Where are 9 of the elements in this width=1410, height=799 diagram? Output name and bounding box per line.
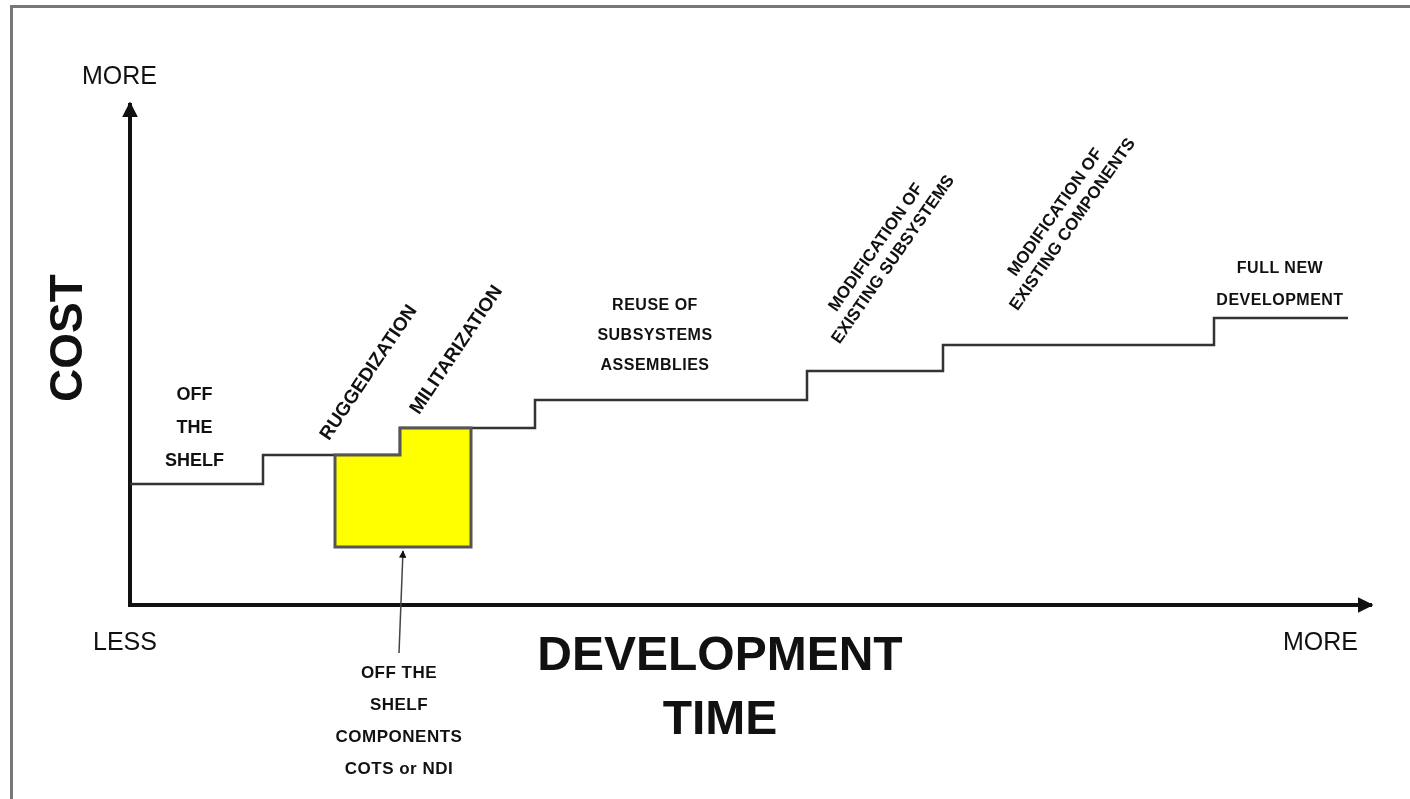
callout-text: OFF THE SHELF COMPONENTS COTS or NDI [334,657,464,785]
step-label: REUSE OF SUBSYSTEMS ASSEMBLIES [596,295,714,375]
axis-title: COST [40,273,93,402]
step-label: FULL NEW DEVELOPMENT [1215,258,1345,310]
axis-end-label: MORE [82,60,158,90]
axis-title: DEVELOPMENT TIME [536,626,904,746]
axis-end-label: LESS [93,626,158,656]
axis-end-label: MORE [1283,626,1359,656]
step-label: OFF THE SHELF [165,383,224,472]
